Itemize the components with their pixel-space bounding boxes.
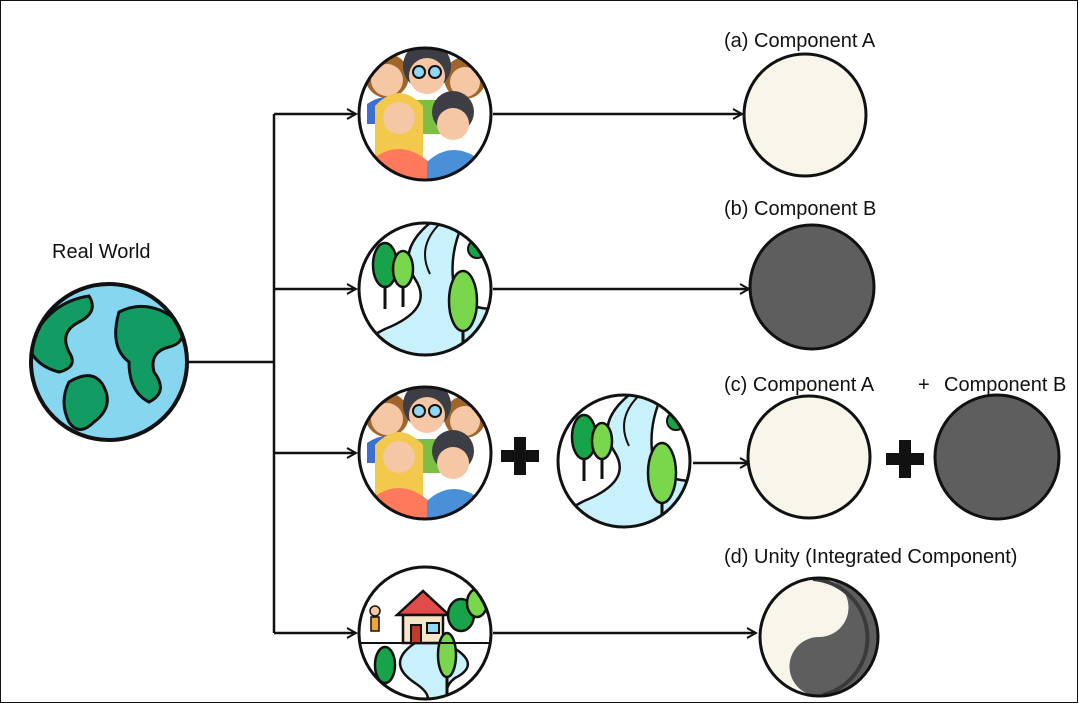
combined-title-plus: + (918, 374, 930, 396)
component-b-circle (933, 393, 1061, 521)
plus-icon (886, 440, 924, 478)
yin-yang-icon (758, 576, 880, 698)
plus-icon (501, 437, 539, 475)
river-trees-icon (554, 391, 694, 531)
river-trees-icon (355, 219, 495, 359)
component-a-circle (746, 394, 872, 520)
combined-title-b: Component B (944, 374, 1067, 396)
people-group-icon (355, 381, 495, 523)
unity-title: (d) Unity (Integrated Component) (724, 546, 1018, 568)
component-a-circle (742, 52, 868, 178)
component-b-circle (748, 223, 876, 351)
earth-icon (29, 282, 189, 442)
component-a-title: (a) Component A (724, 30, 876, 52)
combined-title-a: (c) Component A (724, 374, 875, 396)
people-group-icon (355, 42, 495, 184)
component-b-title: (b) Component B (724, 198, 877, 220)
real-world-label: Real World (52, 241, 151, 263)
village-landscape-icon (355, 563, 495, 703)
